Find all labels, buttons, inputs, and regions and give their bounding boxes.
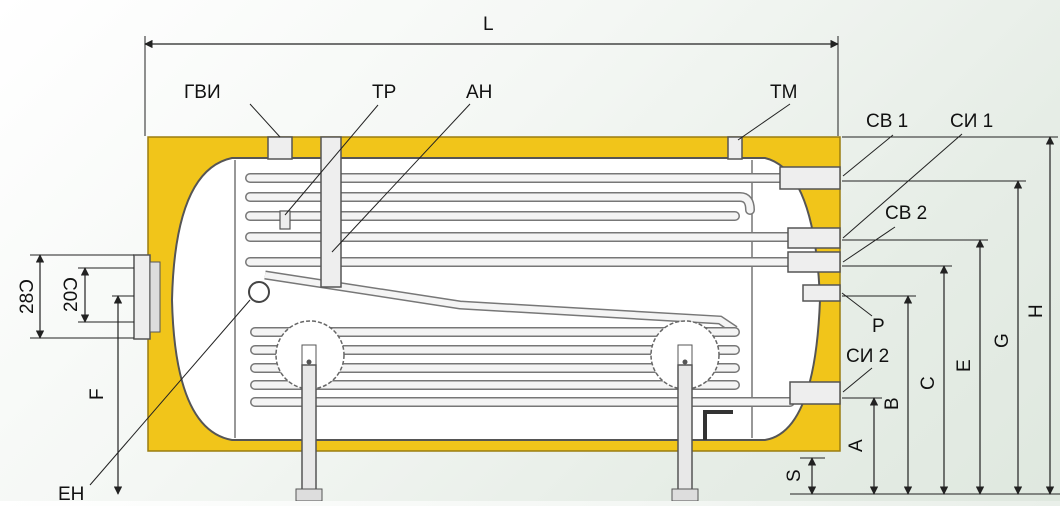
label-cb1: СВ 1 bbox=[866, 111, 908, 132]
label-ci2: СИ 2 bbox=[846, 346, 889, 367]
dimension-F-label: F bbox=[87, 388, 108, 400]
dimension-200-label: 20Ɔ bbox=[61, 277, 82, 312]
label-eh: ЕН bbox=[58, 484, 84, 501]
dimension-E-label: E bbox=[954, 359, 975, 372]
label-p: Р bbox=[872, 316, 885, 337]
thermostat-sleeve bbox=[320, 136, 342, 288]
nozzle-p bbox=[802, 284, 841, 302]
dimension-H-label: H bbox=[1026, 304, 1047, 318]
nozzle-ci2 bbox=[789, 381, 841, 405]
flange-plate bbox=[149, 261, 161, 333]
dimension-S-label: S bbox=[784, 469, 805, 482]
label-ci1: СИ 1 bbox=[950, 111, 993, 132]
label-ah: АН bbox=[466, 82, 492, 103]
small-sensor bbox=[279, 210, 291, 230]
thermometer-sleeve bbox=[727, 136, 743, 160]
nozzle-cb2 bbox=[787, 251, 841, 273]
label-cb2: СВ 2 bbox=[885, 203, 927, 224]
hot-water-outlet-nozzle bbox=[267, 136, 293, 160]
electric-heater-port bbox=[248, 281, 270, 303]
dimension-C-label: C bbox=[918, 376, 939, 390]
flange bbox=[133, 254, 151, 340]
right-dimensions bbox=[800, 136, 1058, 495]
label-tp: ТР bbox=[372, 82, 396, 103]
dimension-L-label: L bbox=[483, 14, 494, 35]
drain-fitting bbox=[703, 410, 733, 440]
dimension-G-label: G bbox=[992, 333, 1013, 348]
dimension-A-label: A bbox=[846, 439, 867, 452]
nozzle-ci1 bbox=[787, 227, 841, 249]
support-right bbox=[650, 320, 720, 502]
nozzle-cb1 bbox=[779, 166, 841, 190]
dimension-280-label: 28Ɔ bbox=[17, 279, 38, 314]
label-gvi: ГВИ bbox=[184, 82, 221, 103]
label-tm: ТМ bbox=[770, 82, 797, 103]
dimension-B-label: B bbox=[882, 397, 903, 410]
